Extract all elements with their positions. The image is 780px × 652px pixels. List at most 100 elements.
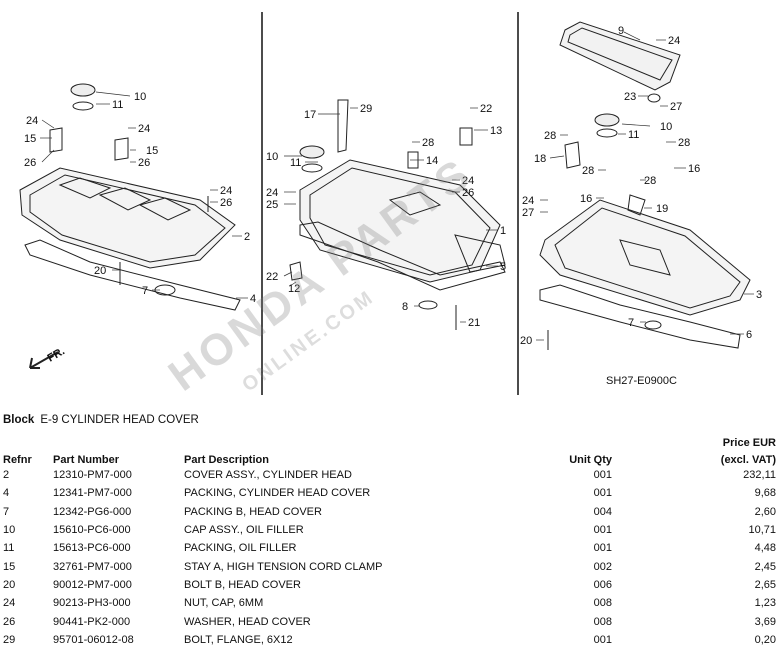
description-cell: WASHER, HEAD COVER — [184, 615, 311, 628]
callout-label: 22 — [266, 271, 278, 283]
table-row[interactable]: 11 15613-PC6-000 PACKING, OIL FILLER 001… — [0, 539, 780, 557]
middle-leaders — [283, 107, 498, 323]
callout-label: 26 — [220, 197, 232, 209]
left-head-cover — [19, 83, 241, 369]
table-header-row-top: Price EUR — [0, 432, 780, 449]
qty-cell: 006 — [593, 578, 612, 591]
callout-label: 18 — [534, 153, 546, 165]
description-cell: NUT, CAP, 6MM — [184, 597, 264, 610]
callout-label: 20 — [94, 265, 106, 277]
table-row[interactable]: 4 12341-PM7-000 PACKING, CYLINDER HEAD C… — [0, 484, 780, 502]
price-cell: 2,60 — [754, 505, 776, 518]
description-cell: CAP ASSY., OIL FILLER — [184, 524, 304, 537]
description-cell: PACKING, OIL FILLER — [184, 542, 297, 555]
ref-cell: 15 — [3, 560, 16, 573]
callout-label: 22 — [480, 103, 492, 115]
callout-label: 16 — [688, 163, 700, 175]
block-value: E-9 CYLINDER HEAD COVER — [40, 414, 199, 426]
table-row[interactable]: 10 15610-PC6-000 CAP ASSY., OIL FILLER 0… — [0, 521, 780, 539]
block-heading: Block E-9 CYLINDER HEAD COVER — [3, 414, 199, 426]
part-number-header: Part Number — [53, 454, 120, 466]
callout-label: 2 — [244, 231, 250, 243]
part-number-cell: 90441-PK2-000 — [53, 615, 131, 628]
part-number-cell: 90213-PH3-000 — [53, 597, 131, 610]
middle-callout-labels: 17 29 22 13 10 28 14 11 24 25 24 26 1 5 … — [266, 103, 506, 329]
qty-cell: 001 — [593, 633, 612, 646]
callout-label: 28 — [544, 130, 556, 142]
callout-label: 26 — [138, 157, 150, 169]
qty-cell: 004 — [593, 505, 612, 518]
ref-cell: 11 — [3, 542, 15, 555]
callout-label: 26 — [24, 157, 36, 169]
table-row[interactable]: 29 95701-06012-08 BOLT, FLANGE, 6X12 001… — [0, 631, 780, 649]
ref-cell: 10 — [3, 524, 16, 537]
table-row[interactable]: 15 32761-PM7-000 STAY A, HIGH TENSION CO… — [0, 557, 780, 575]
part-number-cell: 95701-06012-08 — [53, 633, 134, 646]
callout-label: 12 — [288, 283, 300, 295]
right-head-cover — [539, 21, 751, 350]
callout-label: 11 — [112, 99, 123, 111]
qty-cell: 001 — [593, 487, 612, 500]
callout-label: 21 — [468, 317, 480, 329]
right-callout-labels: 9 24 23 27 28 10 11 18 28 28 16 28 24 27… — [520, 25, 762, 387]
price-cell: 10,71 — [748, 524, 776, 537]
callout-label: 26 — [462, 187, 474, 199]
ref-header: Refnr — [3, 454, 32, 466]
qty-cell: 002 — [593, 560, 612, 573]
ref-cell: 29 — [3, 633, 16, 646]
callout-label: 9 — [618, 25, 624, 37]
callout-label: 11 — [628, 129, 639, 141]
part-number-cell: 15613-PC6-000 — [53, 542, 131, 555]
qty-cell: 001 — [593, 542, 612, 555]
price-header-line2: (excl. VAT) — [720, 454, 776, 466]
callout-label: 10 — [660, 121, 672, 133]
part-number-cell: 12310-PM7-000 — [53, 469, 132, 482]
price-cell: 3,69 — [754, 615, 776, 628]
table-row[interactable]: 24 90213-PH3-000 NUT, CAP, 6MM 008 1,23 — [0, 594, 780, 612]
price-cell: 4,48 — [754, 542, 776, 555]
callout-label: 28 — [678, 137, 690, 149]
callout-label: 6 — [746, 329, 752, 341]
table-row[interactable]: 2 12310-PM7-000 COVER ASSY., CYLINDER HE… — [0, 466, 780, 484]
callout-label: 29 — [360, 103, 372, 115]
price-header-line1: Price EUR — [722, 437, 776, 449]
part-number-cell: 12342-PG6-000 — [53, 505, 132, 518]
callout-label: 14 — [426, 155, 438, 167]
qty-cell: 001 — [593, 524, 612, 537]
callout-label: 23 — [624, 91, 636, 103]
ref-cell: 2 — [3, 469, 10, 482]
callout-label: 8 — [402, 301, 408, 313]
price-cell: 1,23 — [754, 597, 776, 610]
description-header: Part Description — [184, 454, 269, 466]
callout-label: 24 — [462, 175, 474, 187]
callout-label: 19 — [656, 203, 668, 215]
callout-label: 5 — [500, 261, 506, 273]
part-number-cell: 15610-PC6-000 — [53, 524, 131, 537]
callout-label: 24 — [138, 123, 150, 135]
left-leaders — [40, 91, 248, 299]
callout-label: 24 — [26, 115, 38, 127]
middle-head-cover — [289, 99, 506, 330]
callout-label: 13 — [490, 125, 502, 137]
part-number-cell: 32761-PM7-000 — [53, 560, 132, 573]
parts-diagram: 10 11 24 24 15 15 26 26 24 26 2 20 7 4 F… — [19, 12, 762, 395]
description-cell: PACKING B, HEAD COVER — [184, 505, 322, 518]
table-row[interactable]: 20 90012-PM7-000 BOLT B, HEAD COVER 006 … — [0, 576, 780, 594]
table-row[interactable]: 26 90441-PK2-000 WASHER, HEAD COVER 008 … — [0, 612, 780, 630]
callout-label: 15 — [146, 145, 158, 157]
price-cell: 232,11 — [743, 469, 776, 482]
block-label: Block — [3, 414, 35, 426]
ref-cell: 24 — [3, 597, 16, 610]
ref-cell: 7 — [3, 505, 10, 518]
part-number-cell: 90012-PM7-000 — [53, 578, 132, 591]
callout-label: 15 — [24, 133, 36, 145]
callout-label: 7 — [628, 317, 634, 329]
callout-label: 28 — [422, 137, 434, 149]
table-row[interactable]: 7 12342-PG6-000 PACKING B, HEAD COVER 00… — [0, 503, 780, 521]
description-cell: COVER ASSY., CYLINDER HEAD — [184, 469, 352, 482]
callout-label: 1 — [500, 225, 506, 237]
callout-label: 10 — [134, 91, 146, 103]
callout-label: 3 — [756, 289, 762, 301]
right-leaders — [536, 31, 754, 341]
callout-label: 28 — [644, 175, 656, 187]
